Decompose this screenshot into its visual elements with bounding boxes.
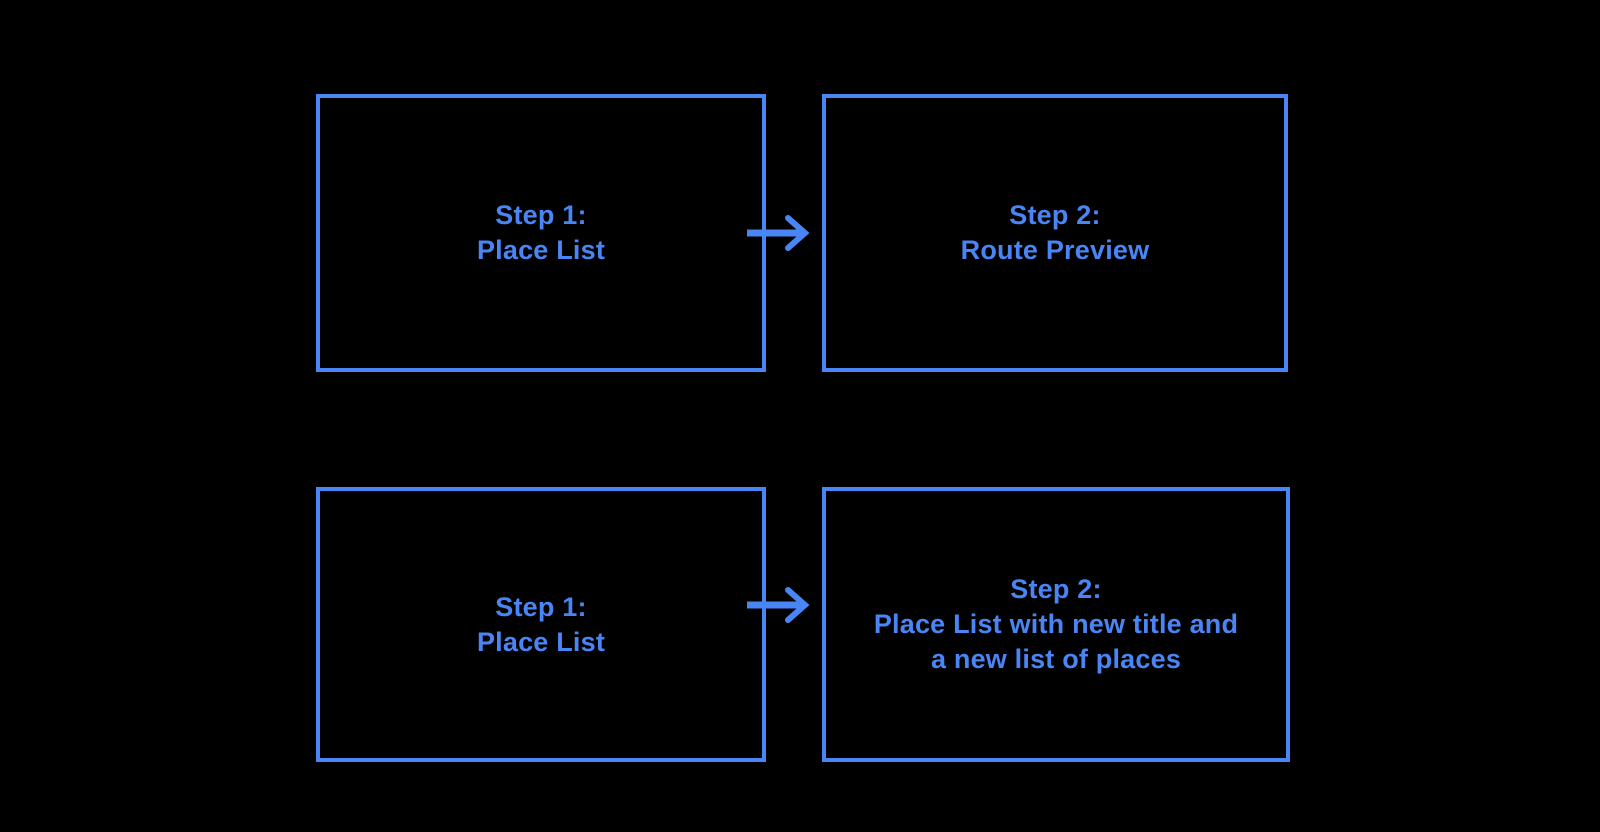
step-box-top-step-1[interactable]: Step 1: Place List <box>316 94 766 372</box>
flow-row-bottom: Step 1: Place List Step 2: Place List wi… <box>0 487 1600 766</box>
step-box-bottom-step-1[interactable]: Step 1: Place List <box>316 487 766 762</box>
step-label-bottom-step-2: Step 2: Place List with new title and a … <box>873 574 1239 674</box>
step-label-top-step-1: Step 1: Place List <box>476 200 606 265</box>
step-box-top-step-2[interactable]: Step 2: Route Preview <box>822 94 1288 372</box>
step-label-top-step-2: Step 2: Route Preview <box>960 200 1150 265</box>
flow-row-top: Step 1: Place List Step 2: Route Preview <box>0 94 1600 376</box>
step-box-bottom-step-2[interactable]: Step 2: Place List with new title and a … <box>822 487 1290 762</box>
step-label-bottom-step-1: Step 1: Place List <box>476 591 606 657</box>
